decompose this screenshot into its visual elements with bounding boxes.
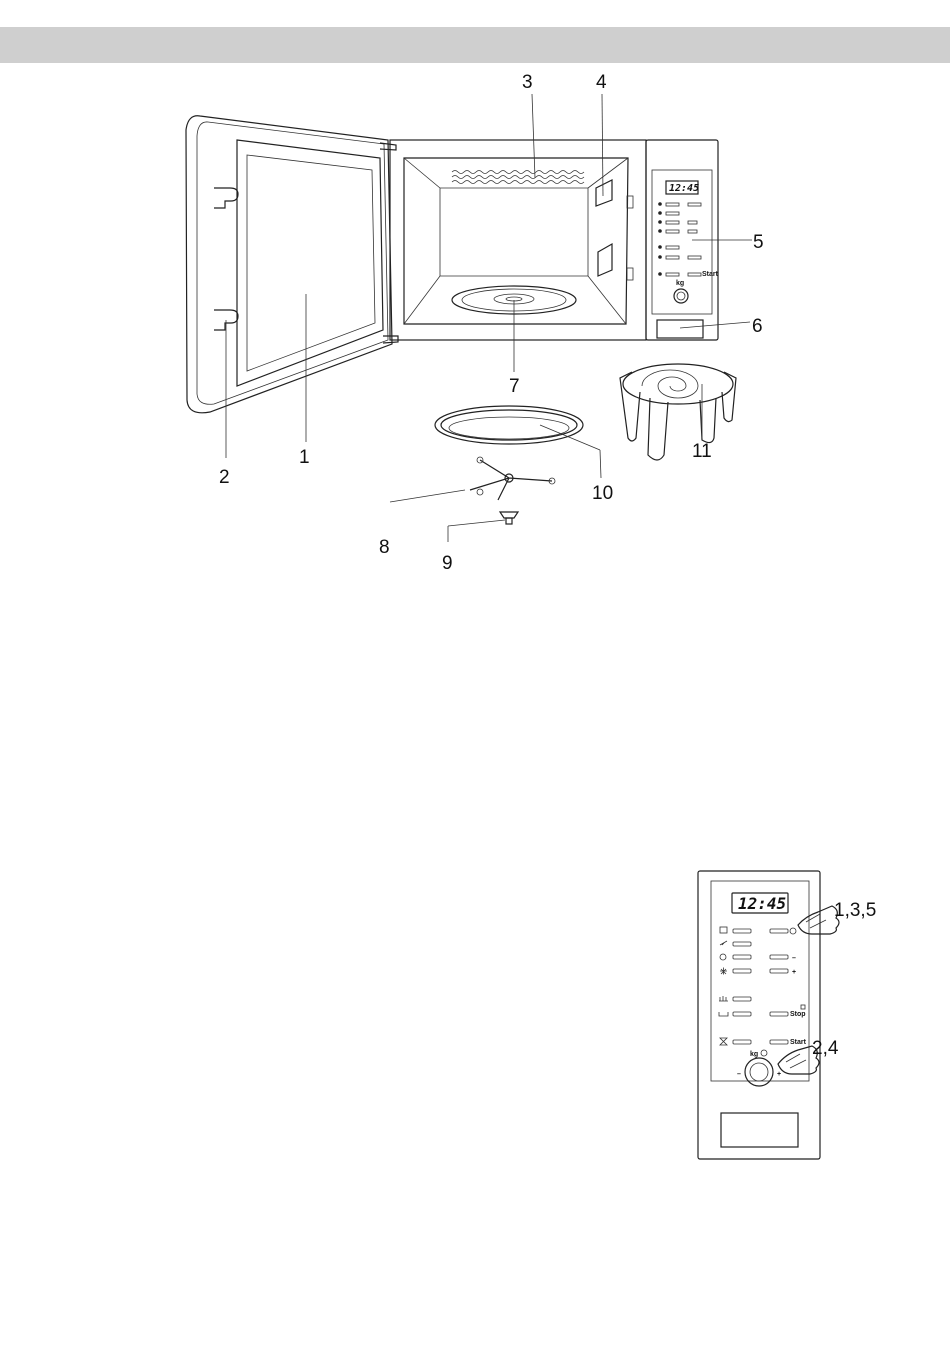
callout-9: 9: [442, 553, 453, 574]
callout-1: 1: [299, 447, 310, 468]
stop-label: Stop: [790, 1011, 806, 1018]
glass-tray: [435, 406, 583, 444]
callout-10: 10: [592, 483, 613, 504]
callout-3: 3: [522, 72, 533, 93]
detail-plus-small: +: [792, 969, 796, 976]
pointing-hand-icon: [798, 906, 839, 934]
callout-steps-2-4: 2,4: [812, 1038, 839, 1059]
callout-11: 11: [692, 441, 712, 462]
callout-5: 5: [753, 232, 764, 253]
turntable-coupler: [500, 512, 518, 524]
reheat-icon: [720, 941, 727, 945]
callout-steps-1-3-5: 1,3,5: [834, 900, 876, 921]
callout-4: 4: [596, 72, 607, 93]
detail-door-release: [721, 1113, 798, 1147]
main-panel-display: 12:45: [669, 183, 699, 194]
dial-plus: +: [777, 1071, 781, 1078]
main-kg-label: kg: [676, 280, 684, 287]
microwave-door: [186, 116, 398, 413]
detail-dial-knob: [745, 1058, 773, 1086]
main-start-label: Start: [702, 271, 719, 278]
grill-vent: [452, 171, 584, 184]
callout-7: 7: [509, 376, 520, 397]
callout-2: 2: [219, 467, 230, 488]
callout-6: 6: [752, 316, 763, 337]
door-hook-icon: [214, 188, 238, 330]
grill-icon: [719, 996, 728, 1001]
control-panel-detail: 12:45 – + Stop Start kg: [698, 871, 876, 1159]
auto-cook-icon: [720, 927, 727, 933]
door-release-button: [657, 320, 703, 338]
defrost-icon: [720, 968, 727, 975]
detail-minus-small: –: [792, 955, 796, 962]
clock-icon: [790, 928, 796, 934]
oven-cavity: [390, 140, 646, 340]
kg-clock-icon: [761, 1050, 767, 1056]
roller-support: [470, 457, 555, 500]
start-label: Start: [790, 1039, 807, 1046]
grill-rack: [620, 364, 736, 460]
leader-lines: [226, 94, 752, 542]
dial-minus: –: [737, 1071, 741, 1078]
lock-icon: [801, 1005, 805, 1009]
combi-icon: [719, 1012, 728, 1016]
cook-icon: [720, 954, 726, 960]
main-dial-knob: [674, 289, 688, 303]
detail-display-time: 12:45: [738, 894, 786, 913]
timer-icon: [720, 1038, 727, 1045]
callout-8: 8: [379, 537, 390, 558]
kg-label: kg: [750, 1051, 758, 1058]
